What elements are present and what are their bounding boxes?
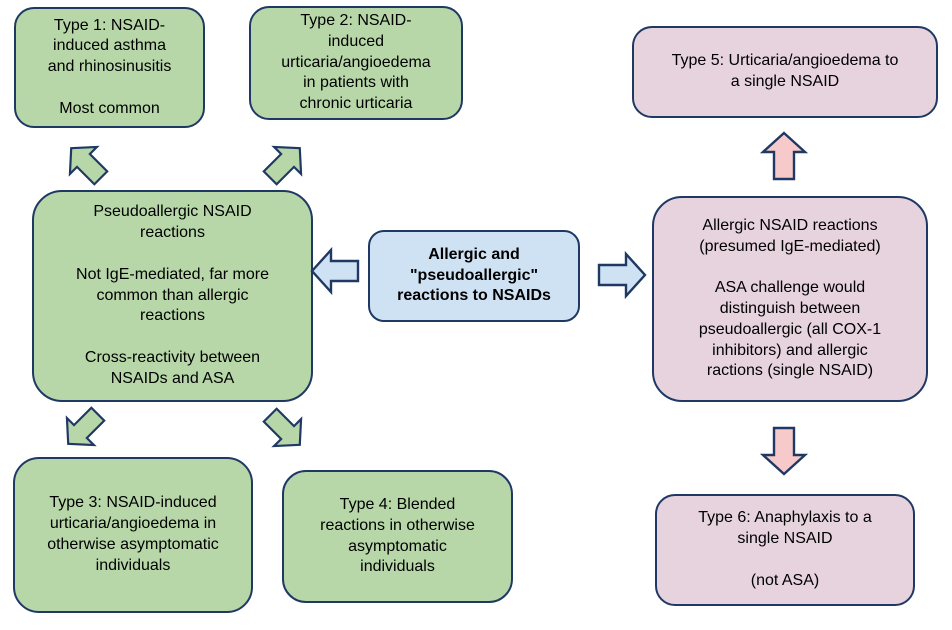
type2-box: Type 2: NSAID- induced urticaria/angioed… (249, 6, 463, 120)
type1-box: Type 1: NSAID- induced asthma and rhinos… (14, 7, 205, 128)
pseudoallergic-summary-box: Pseudoallergic NSAID reactions Not IgE-m… (32, 190, 313, 402)
type6-box: Type 6: Anaphylaxis to a single NSAID (n… (655, 494, 915, 606)
type5-box: Type 5: Urticaria/angioedema to a single… (632, 26, 938, 118)
arrow-to-type1 (56, 133, 115, 192)
type3-box: Type 3: NSAID-induced urticaria/angioede… (13, 457, 253, 613)
arrow-to-type6 (759, 426, 809, 476)
arrow-to-type4 (255, 400, 314, 459)
arrow-to-allergic (597, 250, 647, 300)
arrow-to-type5 (759, 131, 809, 181)
allergic-summary-box: Allergic NSAID reactions (presumed IgE-m… (652, 196, 928, 402)
arrow-to-type3 (53, 399, 112, 458)
arrow-to-pseudoallergic (310, 246, 360, 296)
arrow-to-type2 (255, 133, 314, 192)
center-root-box: Allergic and "pseudoallergic" reactions … (368, 230, 580, 322)
type4-box: Type 4: Blended reactions in otherwise a… (282, 470, 513, 603)
